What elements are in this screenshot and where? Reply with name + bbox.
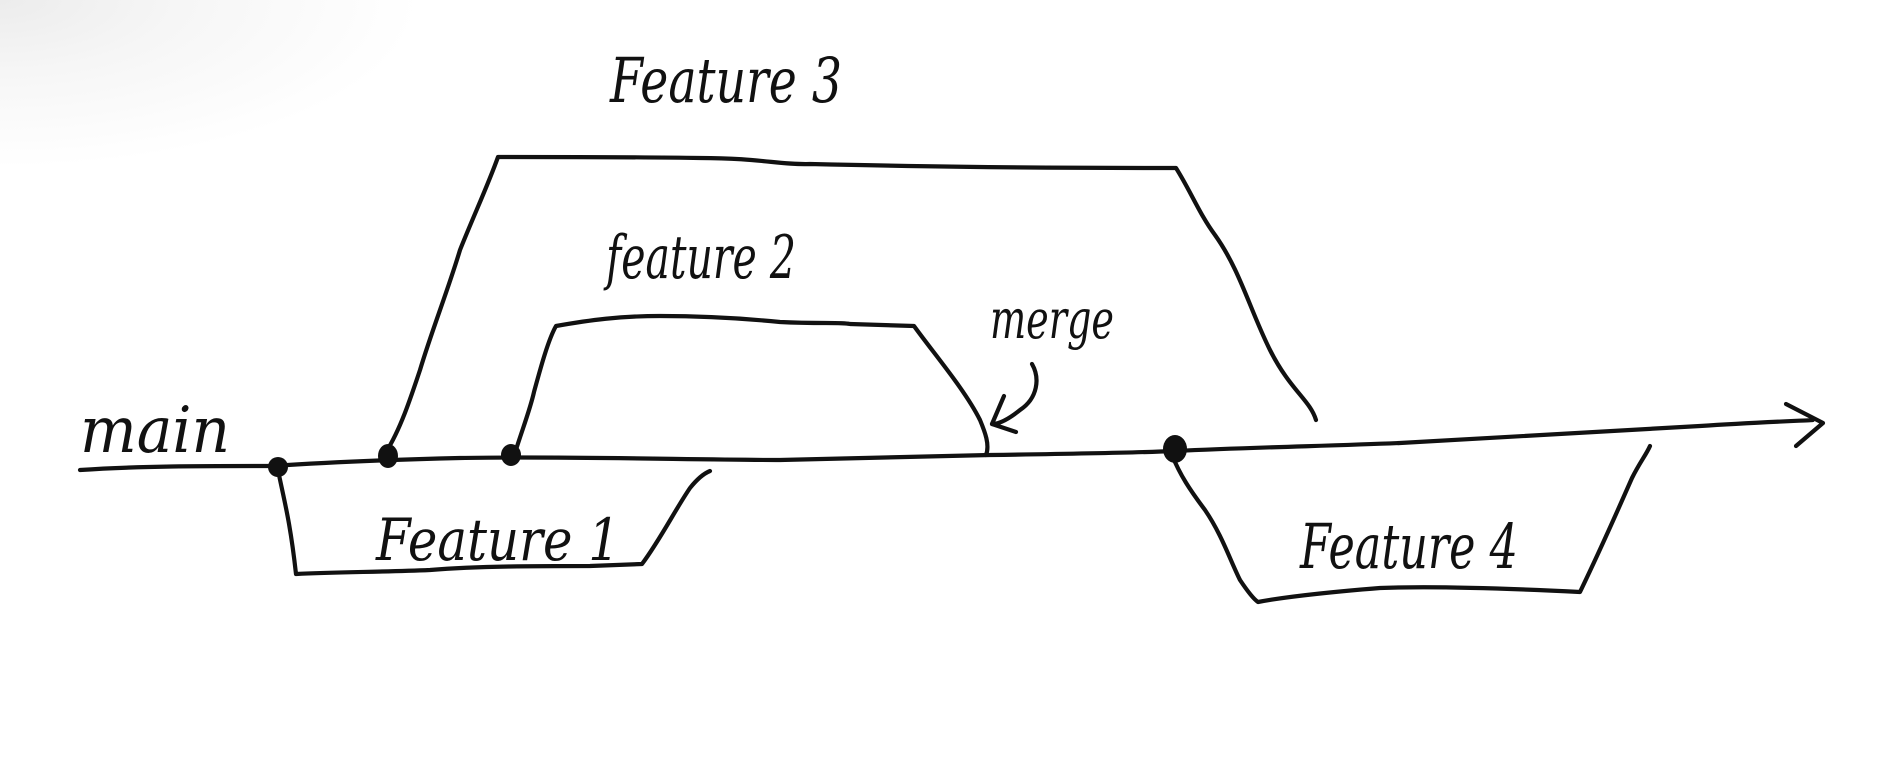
feature-4-label: Feature 4 — [1299, 510, 1518, 583]
merge-arrowhead — [989, 393, 1019, 435]
main-branch-arrowhead — [1783, 401, 1826, 449]
merge-label: merge — [990, 288, 1114, 351]
commit-dot-feature-2-branch-point — [501, 444, 521, 466]
feature-1-label: Feature 1 — [375, 506, 620, 574]
commit-dot-feature-3-branch-point — [378, 444, 398, 468]
main-branch-label: main — [80, 394, 230, 468]
main-branch-line — [77, 417, 1815, 473]
merge-arrow-shaft — [989, 361, 1039, 427]
feature-2-label: feature 2 — [603, 223, 796, 293]
feature-3-branch-line — [383, 154, 1319, 455]
feature-4-branch-line — [1169, 443, 1653, 605]
feature-2-branch-line — [511, 313, 990, 459]
commit-dot-feature-1-branch-point — [268, 457, 288, 477]
feature-1-branch-line — [275, 467, 713, 577]
feature-3-label: Feature 3 — [609, 44, 842, 117]
commit-dot-feature-4-branch-point — [1163, 435, 1187, 463]
